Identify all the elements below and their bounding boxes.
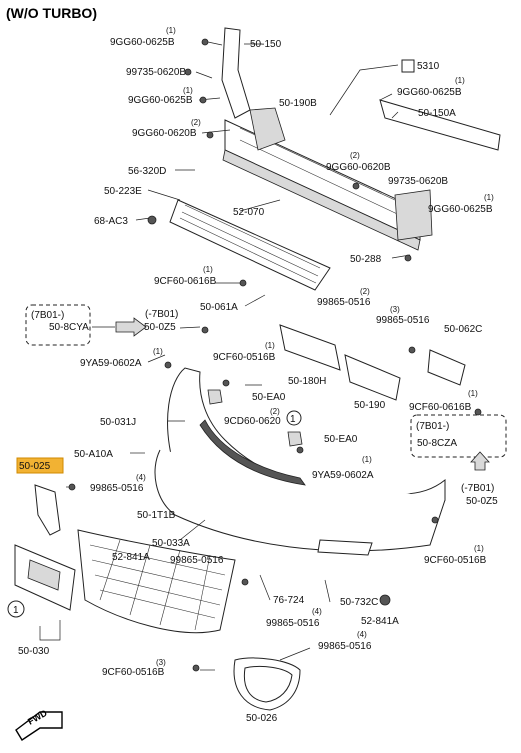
qty-label: (1) xyxy=(153,347,163,356)
part-label: 9GG60-0625B xyxy=(128,95,193,106)
part-label: 99865-0516 xyxy=(318,641,372,652)
variant-box-right xyxy=(410,414,507,458)
part-label: 99865-0516 xyxy=(90,483,144,494)
qty-label: (1) xyxy=(203,265,213,274)
part-label: 99735-0620B xyxy=(126,67,186,78)
part-label: 99865-0516 xyxy=(376,315,430,326)
part-label: 9CD60-0620 xyxy=(224,416,281,427)
part-label: 50-A10A xyxy=(74,449,113,460)
part-label: 5310 xyxy=(417,61,440,72)
qty-label: (2) xyxy=(191,118,201,127)
license-plate-bracket-part xyxy=(14,544,76,611)
highlighted-part-label: 50-025 xyxy=(19,461,51,472)
part-label: 9CF60-0516B xyxy=(102,667,165,678)
fastener-icons xyxy=(68,38,482,672)
qty-label: (2) xyxy=(270,407,280,416)
part-label: 50-033A xyxy=(152,538,190,549)
side-bracket-part xyxy=(279,324,466,401)
arrow-left-icon xyxy=(115,317,147,337)
part-label: 52-070 xyxy=(233,207,265,218)
clip-icon-b xyxy=(287,431,303,447)
diagram-title: (W/O TURBO) xyxy=(6,5,97,21)
part-label: 9YA59-0602A xyxy=(312,470,374,481)
part-label: 50-150 xyxy=(250,39,282,50)
part-label: 50-8CZA xyxy=(417,438,457,449)
clip-icon-a xyxy=(207,389,223,405)
part-label: 50-0Z5 xyxy=(466,496,498,507)
qty-label: (1) xyxy=(455,76,465,85)
part-label: 52-841A xyxy=(361,616,399,627)
part-label: 52-841A xyxy=(112,552,150,563)
fwd-arrow-icon xyxy=(15,711,63,741)
part-label: 50-030 xyxy=(18,646,50,657)
energy-absorber-part xyxy=(169,199,331,291)
qty-label: (1) xyxy=(474,544,484,553)
part-label: 9CF60-0516B xyxy=(424,555,487,566)
part-label: 9CF60-0616B xyxy=(409,402,472,413)
part-label: 50-732C xyxy=(340,597,378,608)
qty-label: (1) xyxy=(362,455,372,464)
part-label: 9GG60-0625B xyxy=(110,37,175,48)
part-label: 9CF60-0616B xyxy=(154,276,217,287)
part-label: 9CF60-0516B xyxy=(213,352,276,363)
bumper-reinforcement-part xyxy=(221,27,501,251)
part-label: 50-1T1B xyxy=(137,510,176,521)
part-label: 50-062C xyxy=(444,324,482,335)
part-label: 9GG60-0625B xyxy=(428,204,493,215)
callout-circle-b xyxy=(286,410,302,426)
qty-label: (4) xyxy=(136,473,146,482)
part-label: 50-180H xyxy=(288,376,326,387)
part-label: 9GG60-0625B xyxy=(397,87,462,98)
bracket-50-025-part xyxy=(34,484,61,536)
callout-number: 1 xyxy=(13,605,19,616)
fog-lamp-bezel-part xyxy=(233,657,301,711)
variant-title: (7B01-) xyxy=(416,421,449,432)
part-label: 68-AC3 xyxy=(94,216,128,227)
part-label: 50-EA0 xyxy=(252,392,286,403)
qty-label: (1) xyxy=(166,26,176,35)
qty-label: (1) xyxy=(468,389,478,398)
qty-label: (1) xyxy=(183,86,193,95)
qty-label: (3) xyxy=(390,305,400,314)
part-label: 9GG60-0620B xyxy=(326,162,391,173)
part-label: 99865-0516 xyxy=(170,555,224,566)
callout-number: 1 xyxy=(290,414,296,425)
part-label: 50-026 xyxy=(246,713,278,724)
qty-label: (1) xyxy=(265,341,275,350)
variant-label: (-7B01) xyxy=(461,483,494,494)
part-label: 9GG60-0620B xyxy=(132,128,197,139)
part-label: 50-150A xyxy=(418,108,456,119)
part-label: 99865-0516 xyxy=(266,618,320,629)
part-label: 50-190B xyxy=(279,98,317,109)
highlight-box xyxy=(16,457,64,474)
part-label: 50-031J xyxy=(100,417,136,428)
part-label: 50-0Z5 xyxy=(144,322,176,333)
part-label: 99735-0620B xyxy=(388,176,448,187)
grille-part xyxy=(77,529,236,634)
part-label: 50-8CYA xyxy=(49,322,89,333)
qty-label: (3) xyxy=(156,658,166,667)
arrow-up-icon xyxy=(470,451,490,471)
part-label: 50-EA0 xyxy=(324,434,358,445)
part-label: 99865-0516 xyxy=(317,297,371,308)
variant-title: (7B01-) xyxy=(31,310,64,321)
tag-5310-icon xyxy=(401,59,415,73)
part-label: 9YA59-0602A xyxy=(80,358,142,369)
qty-label: (1) xyxy=(484,193,494,202)
part-label: 50-190 xyxy=(354,400,386,411)
part-label: 50-061A xyxy=(200,302,238,313)
qty-label: (4) xyxy=(357,630,367,639)
variant-label: (-7B01) xyxy=(145,309,178,320)
callout-circle xyxy=(7,600,25,618)
part-label: 50-223E xyxy=(104,186,142,197)
part-label: 56-320D xyxy=(128,166,166,177)
bumper-fascia-part xyxy=(154,367,446,556)
part-label: 76-724 xyxy=(273,595,305,606)
part-label: 50-288 xyxy=(350,254,382,265)
qty-label: (2) xyxy=(360,287,370,296)
qty-label: (2) xyxy=(350,151,360,160)
qty-label: (4) xyxy=(312,607,322,616)
